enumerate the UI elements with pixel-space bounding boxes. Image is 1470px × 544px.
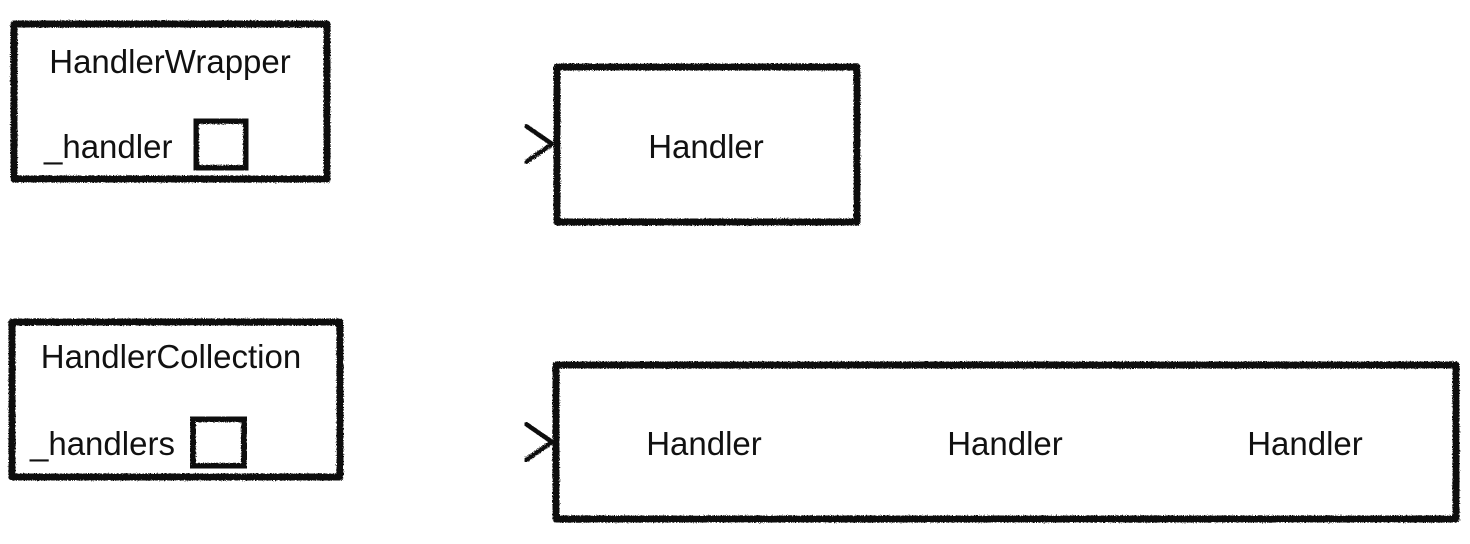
handler-wrapper-group: HandlerWrapper _handler	[10, 20, 331, 183]
collection-pointer-arrow	[241, 421, 555, 463]
wrapper-pointer-arrow	[243, 123, 555, 165]
handler-pointer-slot	[193, 118, 249, 171]
handler-array-group: Handler Handler Handler	[552, 361, 1460, 523]
collection-arrow-head	[523, 421, 555, 463]
handler-field-label: _handler	[43, 128, 172, 165]
wrapper-arrow-head	[523, 123, 555, 165]
handler-array-cell-2: Handler	[947, 425, 1063, 462]
handler-wrapper-title: HandlerWrapper	[49, 43, 291, 80]
handler-collection-group: HandlerCollection _handlers	[8, 318, 344, 481]
handler-wrapper-box	[10, 20, 331, 183]
handler-target-group: Handler	[553, 63, 861, 226]
handler-box-label: Handler	[648, 128, 764, 165]
handler-array-cell-1: Handler	[646, 425, 762, 462]
handler-collection-box	[8, 318, 344, 481]
handlers-field-label: _handlers	[29, 425, 175, 462]
handler-array-box	[552, 361, 1460, 523]
handler-box	[553, 63, 861, 226]
handler-array-cell-3: Handler	[1247, 425, 1363, 462]
handler-collection-title: HandlerCollection	[41, 338, 301, 375]
handlers-pointer-slot	[190, 416, 247, 469]
